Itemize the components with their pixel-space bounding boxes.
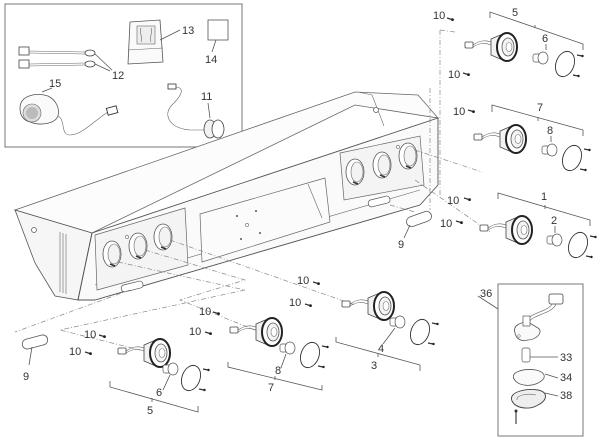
lamp-group-5-top-right[interactable] (464, 11, 585, 80)
label-9-right: 9 (398, 239, 404, 251)
lamp-group-7-middle-right[interactable] (473, 104, 592, 174)
label-34: 34 (560, 372, 572, 384)
screw-part-10-k[interactable] (84, 351, 93, 356)
control-unit-part-13[interactable] (127, 19, 181, 65)
label-15: 15 (49, 78, 61, 90)
label-11: 11 (201, 91, 212, 103)
rear-bumper[interactable] (13, 91, 440, 301)
screw-part-10-c[interactable] (467, 109, 476, 114)
assembly-leader-lines (14, 29, 491, 351)
plate-light-holder[interactable] (514, 293, 564, 341)
label-8-middle: 8 (547, 125, 553, 137)
label-10-b: 10 (448, 69, 460, 81)
label-36: 36 (480, 288, 492, 300)
label-10-e: 10 (440, 218, 452, 230)
reflector-part-9-right[interactable] (403, 210, 433, 239)
label-10-f: 10 (297, 275, 309, 287)
label-14: 14 (205, 54, 217, 66)
label-10-g: 10 (289, 297, 301, 309)
screw-part-10-b[interactable] (462, 72, 471, 77)
label-3: 3 (371, 360, 377, 372)
screw-part-10-e[interactable] (455, 220, 464, 225)
parking-sensor-kit-box: 13 14 12 15 (4, 3, 243, 148)
label-sticker-part-14[interactable] (207, 19, 229, 53)
label-6-top: 6 (542, 33, 548, 45)
lamp-group-3-center[interactable] (335, 291, 440, 371)
label-5-top: 5 (512, 7, 518, 19)
label-10-a: 10 (433, 10, 445, 22)
screw-part-10-i[interactable] (204, 331, 213, 336)
screw-part-10-f[interactable] (312, 281, 321, 286)
label-10-j: 10 (84, 329, 96, 341)
screw-part-10-g[interactable] (304, 303, 313, 308)
label-38: 38 (560, 390, 572, 402)
screw-part-10-d[interactable] (463, 197, 472, 202)
label-4: 4 (378, 343, 384, 355)
lamp-group-1-bottom-right[interactable] (479, 192, 598, 261)
lamp-group-5-left[interactable] (109, 338, 211, 413)
reflector-part-9-left[interactable] (21, 334, 49, 366)
plate-bulb-part-33[interactable] (521, 347, 558, 363)
wiring-harness-part-12[interactable] (18, 46, 113, 72)
screw-part-10-j[interactable] (98, 334, 107, 339)
label-10-h: 10 (199, 306, 211, 318)
license-plate-light-box: 33 34 38 (477, 283, 584, 437)
label-12: 12 (112, 70, 124, 82)
label-2: 2 (551, 215, 557, 227)
label-5-left: 5 (147, 405, 153, 417)
label-8-center: 8 (275, 365, 281, 377)
label-10-k: 10 (69, 346, 81, 358)
buzzer-part-15[interactable] (19, 87, 119, 136)
label-10-i: 10 (189, 326, 201, 338)
sensor-part-11[interactable] (167, 83, 225, 139)
label-13: 13 (182, 25, 194, 37)
screw-part-10-a[interactable] (446, 17, 455, 22)
label-6-left: 6 (156, 387, 162, 399)
label-7-center: 7 (268, 382, 274, 394)
label-7-middle: 7 (537, 102, 543, 114)
label-1: 1 (541, 191, 547, 203)
gasket-part-34[interactable] (512, 369, 559, 386)
label-10-d: 10 (447, 195, 459, 207)
label-9-left: 9 (23, 371, 29, 383)
lens-part-38[interactable] (511, 389, 559, 424)
lamp-group-7-center-left[interactable] (227, 317, 330, 391)
label-33: 33 (560, 352, 572, 364)
label-10-c: 10 (453, 106, 465, 118)
